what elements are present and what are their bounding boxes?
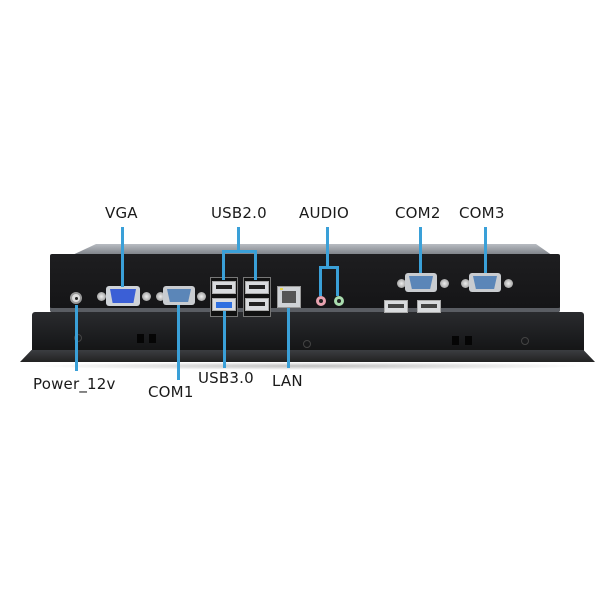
callout-line-usb2-left — [222, 250, 225, 280]
callout-line-com2 — [419, 227, 422, 273]
usb-port-icon — [417, 300, 441, 313]
callout-line-audio-right — [336, 266, 339, 296]
usb3-port-icon — [212, 298, 236, 311]
vent-slot — [452, 336, 459, 345]
vga-screw — [97, 292, 106, 301]
callout-line-usb2-right — [254, 250, 257, 280]
usb2-port-icon — [245, 298, 269, 311]
com3-port-icon — [469, 273, 501, 292]
power-jack-icon — [70, 292, 82, 304]
com3-screw — [461, 279, 470, 288]
label-usb3: USB3.0 — [198, 369, 254, 387]
bezel-screw-left — [74, 334, 82, 342]
usb-port-icon — [384, 300, 408, 313]
callout-line-lan — [287, 308, 290, 368]
com1-port-icon — [163, 286, 195, 305]
com3-screw — [504, 279, 513, 288]
label-power: Power_12v — [33, 375, 116, 393]
callout-line-usb3 — [223, 311, 226, 368]
chassis-shadow — [30, 362, 590, 370]
bezel-screw-mid — [303, 340, 311, 348]
audio-line-out-jack-icon — [334, 296, 344, 306]
audio-mic-jack-icon — [316, 296, 326, 306]
bezel-screw-right — [521, 337, 529, 345]
label-vga: VGA — [105, 204, 138, 222]
callout-line-power — [75, 305, 78, 371]
label-com2: COM2 — [395, 204, 441, 222]
callout-line-com1 — [177, 305, 180, 380]
callout-line-usb2-bar — [222, 250, 256, 253]
com1-screw — [197, 292, 206, 301]
vga-port-icon — [106, 286, 140, 306]
usb2-port-icon — [245, 281, 269, 294]
callout-line-vga — [121, 227, 124, 287]
com2-screw — [397, 279, 406, 288]
callout-line-usb2-stem — [237, 227, 240, 252]
label-com3: COM3 — [459, 204, 505, 222]
callout-line-audio-stem — [326, 227, 329, 267]
lan-port-icon — [277, 286, 301, 308]
com2-screw — [440, 279, 449, 288]
com1-screw — [156, 292, 165, 301]
callout-line-audio-bar — [319, 266, 338, 269]
vent-slot — [465, 336, 472, 345]
usb2-port-icon — [212, 281, 236, 294]
chassis-base — [20, 350, 595, 362]
label-usb2: USB2.0 — [211, 204, 267, 222]
com2-port-icon — [405, 273, 437, 292]
vent-slot — [137, 334, 144, 343]
vga-screw — [142, 292, 151, 301]
callout-line-com3 — [484, 227, 487, 273]
label-lan: LAN — [272, 372, 303, 390]
vent-slot — [149, 334, 156, 343]
label-audio: AUDIO — [299, 204, 350, 222]
callout-line-audio-left — [319, 266, 322, 296]
label-com1: COM1 — [148, 383, 194, 401]
